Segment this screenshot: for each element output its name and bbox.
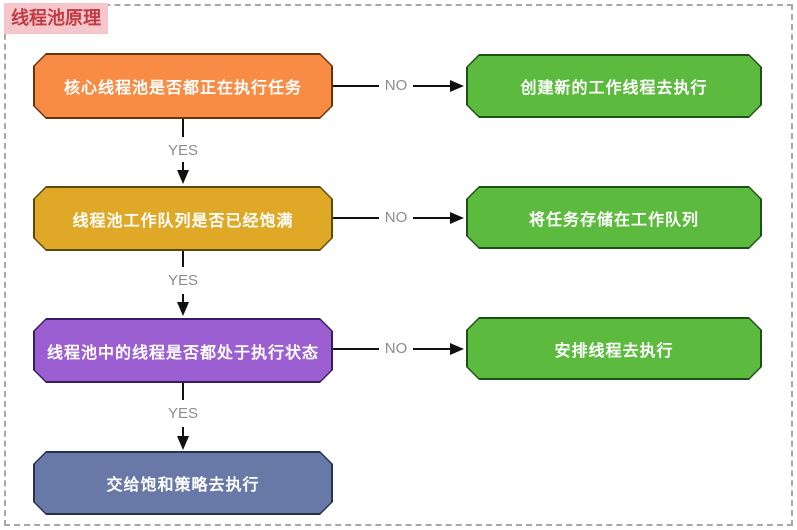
edge-label-no-3: NO: [384, 340, 408, 357]
edge-line: [333, 85, 379, 87]
node-label: 线程池工作队列是否已经饱满: [72, 212, 294, 230]
edge-line: [182, 162, 184, 171]
node-threads-busy-question: 线程池中的线程是否都处于执行状态: [33, 318, 333, 383]
node-fill: [468, 188, 760, 247]
node-core-pool-question: 核心线程池是否都正在执行任务: [33, 53, 333, 119]
edge-line: [182, 427, 184, 436]
edge-label-no-2: NO: [384, 209, 408, 226]
edge-label-yes-2: YES: [167, 272, 198, 289]
node-label: 将任务存储在工作队列: [528, 211, 699, 229]
node-fill: [35, 55, 331, 117]
edge-label-yes-3: YES: [167, 405, 198, 422]
arrowhead-right-icon: [450, 212, 464, 224]
edge-label-yes-1: YES: [167, 142, 198, 159]
node-fill: [468, 319, 760, 378]
edge-line: [182, 383, 184, 400]
node-schedule-thread: 安排线程去执行: [466, 317, 762, 380]
node-label: 线程池中的线程是否都处于执行状态: [46, 344, 319, 362]
node-label: 核心线程池是否都正在执行任务: [63, 80, 302, 97]
edge-line: [182, 294, 184, 303]
edge-line: [182, 251, 184, 267]
arrowhead-right-icon: [450, 343, 464, 355]
edge-line: [413, 348, 450, 350]
arrowhead-down-icon: [177, 436, 189, 450]
edge-line: [182, 119, 184, 137]
node-saturation-policy: 交给饱和策略去执行: [33, 451, 333, 515]
arrowhead-down-icon: [177, 302, 189, 316]
node-store-task: 将任务存储在工作队列: [466, 186, 762, 249]
node-fill: [35, 188, 331, 249]
node-label: 创建新的工作线程去执行: [520, 80, 708, 97]
arrowhead-down-icon: [177, 170, 189, 184]
edge-label-no-1: NO: [384, 77, 408, 94]
edge-line: [413, 85, 450, 87]
arrowhead-right-icon: [450, 80, 464, 92]
diagram-title: 线程池原理: [4, 3, 108, 34]
edge-line: [413, 217, 450, 219]
node-fill: [35, 320, 331, 381]
node-fill: [35, 453, 331, 513]
edge-line: [333, 217, 379, 219]
node-create-worker: 创建新的工作线程去执行: [466, 54, 762, 118]
node-label: 安排线程去执行: [554, 342, 674, 360]
node-queue-full-question: 线程池工作队列是否已经饱满: [33, 186, 333, 251]
node-label: 交给饱和策略去执行: [106, 477, 260, 494]
edge-line: [333, 348, 379, 350]
node-fill: [468, 56, 760, 116]
